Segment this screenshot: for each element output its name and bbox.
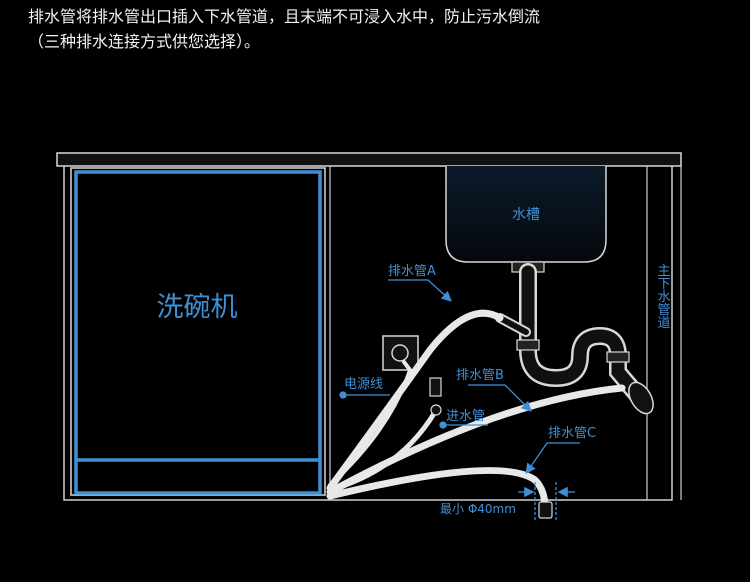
hoses: [326, 309, 626, 512]
hose-c: [326, 467, 549, 512]
cabinet-outline: [63, 166, 673, 501]
intro-text: 排水管将排水管出口插入下水管道，且末端不可浸入水中，防止污水倒流 （三种排水连接…: [28, 4, 540, 54]
main-drain-pipe-label: 主下水管道: [655, 264, 671, 329]
inlet-pipe-label: 进水管: [446, 409, 485, 424]
hose-b-label: 排水管B: [456, 368, 504, 383]
sink-label: 水槽: [512, 207, 540, 223]
sink-trap: [495, 263, 654, 415]
inlet-fitting: [429, 377, 442, 416]
power-socket: [382, 335, 419, 371]
power-cord-label: 电源线: [344, 377, 383, 392]
hose-c-end-fitting: [538, 501, 553, 519]
hose-a-label: 排水管A: [388, 264, 436, 279]
hose-b: [326, 384, 626, 496]
hose-c-label: 排水管C: [548, 426, 596, 441]
hose-a: [326, 309, 504, 492]
intro-line-1: 排水管将排水管出口插入下水管道，且末端不可浸入水中，防止污水倒流: [28, 7, 541, 26]
main-drain-pipe: [646, 166, 682, 500]
countertop: [56, 152, 682, 167]
callouts: [339, 279, 580, 520]
min-diameter-label: 最小 Φ40mm: [440, 502, 516, 516]
intro-line-2: （三种排水连接方式供您选择）。: [28, 32, 261, 51]
dishwasher: [70, 167, 326, 496]
dishwasher-label: 洗碗机: [157, 292, 238, 323]
